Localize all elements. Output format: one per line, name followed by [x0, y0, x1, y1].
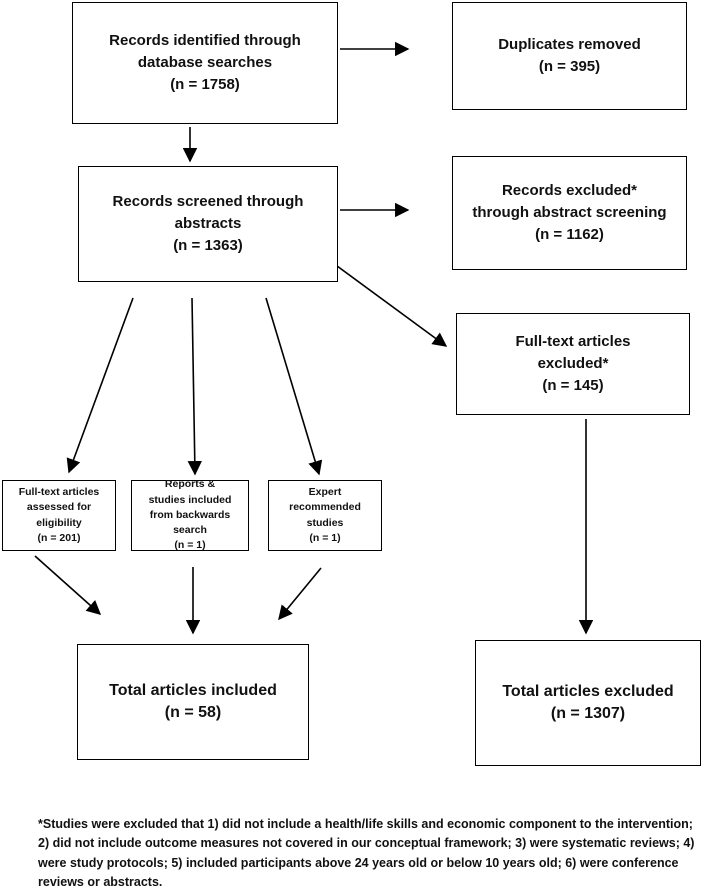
exclusion-footnote: *Studies were excluded that 1) did not i… [38, 817, 695, 890]
arrow-fulltext-assessed-to-total-included [34, 555, 102, 615]
fulltext-assessed-line3: eligibility [36, 516, 82, 529]
records-identified-line2: database searches [137, 54, 273, 72]
box-expert-recommended: Expert recommended studies (n = 1) [268, 480, 382, 551]
total-included-label: Total articles included [109, 681, 277, 699]
total-excluded-count: (n = 1307) [550, 705, 626, 722]
fulltext-assessed-line1: Full-text articles [18, 486, 100, 499]
records-excluded-count: (n = 1162) [535, 225, 604, 243]
backwards-search-line2: studies included [148, 493, 232, 506]
box-records-excluded-abstract: Records excluded* through abstract scree… [452, 156, 687, 270]
expert-recommended-line3: studies [306, 516, 344, 529]
box-total-excluded: Total articles excluded (n = 1307) [475, 640, 701, 766]
total-included-count: (n = 58) [164, 704, 222, 721]
box-backwards-search: Reports & studies included from backward… [131, 478, 249, 552]
records-excluded-line2: through abstract screening [472, 204, 667, 222]
fulltext-assessed-count: (n = 201) [37, 531, 81, 544]
backwards-search-line3: from backwards [149, 508, 231, 521]
box-records-identified: Records identified through database sear… [72, 2, 338, 124]
box-records-screened: Records screened through abstracts (n = … [78, 166, 338, 282]
box-fulltext-excluded: Full-text articles excluded* (n = 145) [456, 313, 690, 415]
expert-recommended-count: (n = 1) [309, 531, 341, 544]
fulltext-excluded-line1: Full-text articles [515, 333, 631, 351]
fulltext-assessed-line2: assessed for [26, 501, 92, 514]
records-excluded-line1: Records excluded* [501, 182, 638, 200]
arrow-screened-to-fulltext-assessed [66, 297, 134, 474]
arrow-screened-to-fulltext-excluded [317, 251, 448, 347]
expert-recommended-line1: Expert [308, 486, 342, 499]
arrow-screened-to-expert [265, 297, 323, 476]
backwards-search-count: (n = 1) [174, 539, 206, 552]
records-screened-line1: Records screened through [112, 193, 304, 211]
records-screened-line2: abstracts [174, 215, 242, 233]
box-total-included: Total articles included (n = 58) [77, 644, 309, 760]
box-duplicates-removed: Duplicates removed (n = 395) [452, 2, 687, 110]
backwards-search-line4: search [173, 524, 207, 537]
duplicates-removed-count: (n = 395) [538, 58, 601, 75]
records-identified-line1: Records identified through [109, 32, 301, 50]
arrow-screened-to-backwards-search [187, 297, 202, 476]
expert-recommended-line2: recommended [289, 501, 361, 514]
fulltext-excluded-line2: excluded* [537, 355, 609, 373]
box-fulltext-assessed: Full-text articles assessed for eligibil… [2, 480, 116, 551]
records-identified-count: (n = 1758) [170, 75, 240, 93]
duplicates-removed-label: Duplicates removed [498, 36, 641, 54]
total-excluded-label: Total articles excluded [502, 682, 674, 700]
backwards-search-line1: Reports & [164, 478, 216, 491]
records-screened-count: (n = 1363) [173, 236, 243, 254]
arrow-expert-to-total-included [278, 567, 322, 621]
fulltext-excluded-count: (n = 145) [542, 376, 604, 394]
